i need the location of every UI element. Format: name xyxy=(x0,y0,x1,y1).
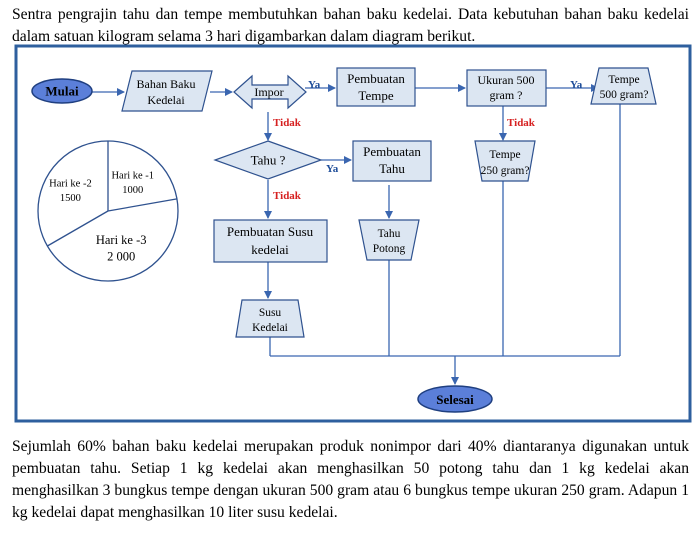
pembuatan-tempe-line1: Pembuatan xyxy=(347,71,405,86)
tempe-250-line2: 250 gram? xyxy=(481,165,530,177)
tempe-500-line1: Tempe xyxy=(608,74,639,86)
pembuatan-susu-line2: kedelai xyxy=(251,242,289,257)
pie-slice-value-1: 1000 xyxy=(122,185,143,196)
ukuran-line1: Ukuran 500 xyxy=(478,73,535,87)
decision-impor: Impor xyxy=(233,74,307,110)
tempe-500-line2: 500 gram? xyxy=(600,89,649,101)
pie-slice-boundary-2 xyxy=(107,198,178,212)
output-tempe-500: Tempe 500 gram? xyxy=(590,67,657,105)
pie-slice-value-2: 1500 xyxy=(60,193,81,204)
ya-label-tahu: Ya xyxy=(326,163,339,175)
diagram-frame xyxy=(14,44,692,423)
end-label: Selesai xyxy=(436,392,474,407)
process-pembuatan-tahu: Pembuatan Tahu xyxy=(352,140,432,182)
decision-tahu: Tahu ? xyxy=(213,140,323,180)
start-label: Mulai xyxy=(45,84,79,99)
end-terminal: Selesai xyxy=(417,385,493,413)
tahu-potong-line2: Potong xyxy=(373,243,406,255)
arrows xyxy=(92,84,599,385)
pie-slice-label-3: Hari ke -3 xyxy=(96,233,147,247)
ya-label-ukuran: Ya xyxy=(570,79,583,91)
bahan-baku-line2: Kedelai xyxy=(147,93,185,107)
bahan-baku-line1: Bahan Baku xyxy=(137,77,196,91)
tempe-250-line1: Tempe xyxy=(489,149,520,161)
pembuatan-tahu-line2: Tahu xyxy=(379,161,405,176)
pie-slice-boundary-3 xyxy=(47,210,109,247)
outro-paragraph: Sejumlah 60% bahan baku kedelai merupaka… xyxy=(12,438,689,521)
input-bahan-baku: Bahan Baku Kedelai xyxy=(121,70,213,112)
pie-slice-label-1: Hari ke -1 xyxy=(111,171,154,182)
susu-kedelai-line1: Susu xyxy=(259,307,282,319)
intro-paragraph: Sentra pengrajin tahu dan tempe membutuh… xyxy=(12,6,689,45)
connector-lines xyxy=(269,104,621,357)
process-pembuatan-tempe: Pembuatan Tempe xyxy=(336,67,416,107)
pembuatan-tempe-line2: Tempe xyxy=(358,88,393,103)
output-tahu-potong: Tahu Potong xyxy=(358,219,420,261)
pie-slice-value-3: 2 000 xyxy=(107,250,135,264)
impor-label: Impor xyxy=(254,85,283,99)
decision-ukuran: Ukuran 500 gram ? xyxy=(466,69,547,107)
output-tempe-250: Tempe 250 gram? xyxy=(474,140,536,182)
process-pembuatan-susu: Pembuatan Susu kedelai xyxy=(213,219,328,263)
pie-slice-label-2: Hari ke -2 xyxy=(49,178,92,189)
ukuran-line2: gram ? xyxy=(490,88,523,102)
susu-kedelai-line2: Kedelai xyxy=(252,322,288,334)
ya-label-impor: Ya xyxy=(308,79,321,91)
tidak-label-tahu: Tidak xyxy=(273,190,302,202)
tidak-label-ukuran: Tidak xyxy=(507,117,536,129)
tahu-q-label: Tahu ? xyxy=(251,153,286,168)
tidak-label-impor: Tidak xyxy=(273,117,302,129)
tahu-potong-line1: Tahu xyxy=(378,228,401,240)
start-terminal: Mulai xyxy=(31,78,93,104)
output-susu-kedelai: Susu Kedelai xyxy=(235,299,305,338)
pembuatan-susu-line1: Pembuatan Susu xyxy=(227,224,314,239)
pembuatan-tahu-line1: Pembuatan xyxy=(363,144,421,159)
